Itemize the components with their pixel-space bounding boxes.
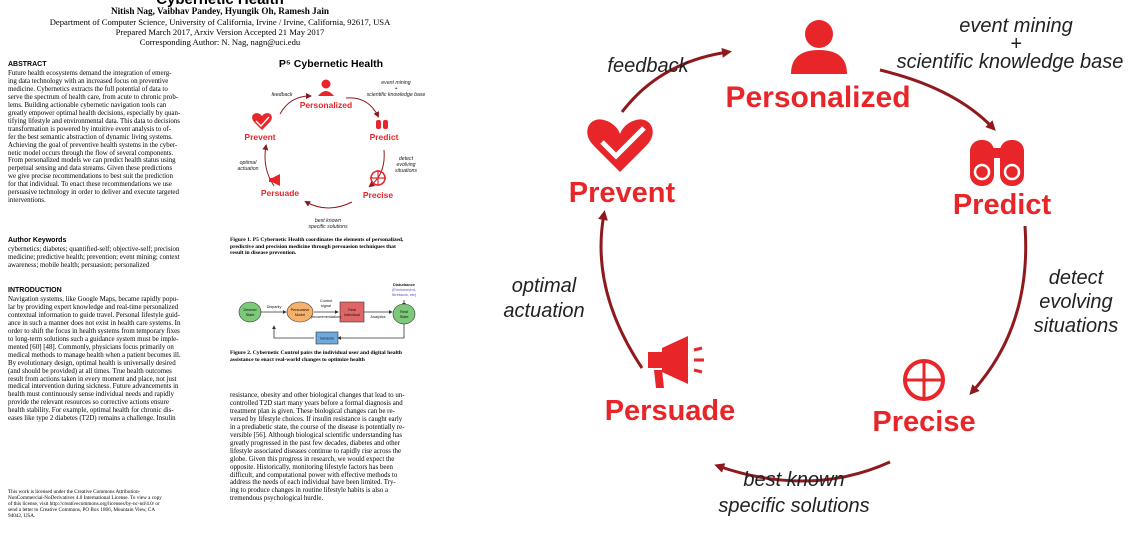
figure1-diagram: Personalized Predict Precise Persuade Pr… xyxy=(237,79,426,230)
arrow-personalized-to-predict xyxy=(879,68,996,131)
label-actuation: actuation xyxy=(503,300,584,322)
label-plus: + xyxy=(1010,33,1022,55)
label-situations: situations xyxy=(1034,315,1119,337)
intro-text: Navigation systems, like Google Maps, be… xyxy=(8,296,181,423)
keywords-text: cybernetics; diabetes; quantified-self; … xyxy=(8,246,180,269)
label-evolving: evolving xyxy=(1039,291,1112,313)
node-personalized: Personalized xyxy=(725,81,910,114)
license-note: This work is licensed under the Creative… xyxy=(8,489,162,520)
svg-text:State: State xyxy=(400,315,409,319)
svg-text:State: State xyxy=(246,313,255,317)
svg-text:detect: detect xyxy=(399,156,414,162)
svg-text:(recommendation): (recommendation) xyxy=(311,315,343,319)
fig1-node-predict: Predict xyxy=(370,132,399,142)
label-specific-solutions: specific solutions xyxy=(718,495,869,517)
svg-text:Analytics: Analytics xyxy=(370,315,385,319)
cycle-arrows xyxy=(597,47,1028,483)
svg-text:Control: Control xyxy=(320,299,332,303)
svg-text:Desired: Desired xyxy=(243,308,256,312)
label-best-known: best known xyxy=(743,469,844,491)
right-column-text: resistance, obesity and other biological… xyxy=(230,392,405,503)
edge-labels: event mining + scientific knowledge base… xyxy=(503,15,1123,517)
arrow-precise-to-persuade xyxy=(714,460,891,483)
svg-text:Disparity: Disparity xyxy=(267,305,282,309)
fig1-node-precise: Precise xyxy=(363,190,394,200)
figure1-title: P⁵ Cybernetic Health xyxy=(278,58,384,70)
svg-text:best known: best known xyxy=(315,218,341,224)
paper-title: Cybernetic Health xyxy=(0,0,440,8)
paper-corresponding: Corresponding Author: N. Nag, nagn@uci.e… xyxy=(139,37,301,47)
svg-text:Persuasive: Persuasive xyxy=(291,308,310,312)
svg-text:Real: Real xyxy=(348,308,356,312)
figure1-caption: Figure 1. P5 Cybernetic Health coordinat… xyxy=(230,237,404,257)
fig1-node-prevent: Prevent xyxy=(244,132,275,142)
figure2-caption: Figure 2. Cybernetic Control pairs the i… xyxy=(230,350,403,363)
person-icon xyxy=(791,20,847,74)
fig1-node-personalized: Personalized xyxy=(300,100,352,110)
label-event-mining: event mining xyxy=(959,15,1072,37)
svg-text:evolving: evolving xyxy=(396,162,415,168)
crosshair-icon xyxy=(903,359,945,401)
svg-text:situations: situations xyxy=(395,168,417,174)
node-persuade: Persuade xyxy=(605,395,736,427)
arrow-persuade-to-prevent xyxy=(597,210,644,369)
svg-text:specific solutions: specific solutions xyxy=(308,224,348,230)
node-precise: Precise xyxy=(872,406,975,438)
paper-page: Cybernetic Health Nitish Nag, Vaibhav Pa… xyxy=(0,0,440,534)
figure2-diagram: Desired State Disparity Persuasive Model… xyxy=(238,283,417,345)
svg-text:scientific knowledge base: scientific knowledge base xyxy=(367,92,426,98)
megaphone-icon xyxy=(648,336,704,388)
abstract-heading: ABSTRACT xyxy=(8,61,47,68)
arrow-predict-to-precise xyxy=(969,225,1028,395)
intro-heading: INTRODUCTION xyxy=(8,287,62,294)
label-feedback: feedback xyxy=(607,55,689,77)
svg-text:feedback: feedback xyxy=(271,92,292,98)
label-optimal: optimal xyxy=(512,275,577,297)
label-detect: detect xyxy=(1049,267,1105,289)
svg-text:optimal: optimal xyxy=(240,160,258,166)
svg-text:actuation: actuation xyxy=(237,166,258,172)
paper-affiliation: Department of Computer Science, Universi… xyxy=(49,17,391,27)
paper-authors: Nitish Nag, Vaibhav Pandey, Hyungik Oh, … xyxy=(110,6,329,16)
node-prevent: Prevent xyxy=(569,177,676,209)
abstract-text: Future health ecosystems demand the inte… xyxy=(8,70,181,205)
heart-check-icon xyxy=(587,119,653,172)
cycle-diagram: Personalized Predict Precise Persuade Pr… xyxy=(503,15,1123,517)
keywords-heading: Author Keywords xyxy=(8,237,67,244)
svg-text:signal: signal xyxy=(321,304,331,308)
svg-text:Stressors, etc): Stressors, etc) xyxy=(392,293,417,297)
svg-text:event mining: event mining xyxy=(381,80,411,86)
svg-text:Disturbance: Disturbance xyxy=(393,283,415,287)
paper-prepared: Prepared March 2017, Arxiv Version Accep… xyxy=(115,27,325,37)
svg-text:Individual: Individual xyxy=(344,313,360,317)
svg-text:+: + xyxy=(394,86,397,92)
label-knowledge-base: scientific knowledge base xyxy=(897,51,1124,73)
arrow-prevent-to-personalized xyxy=(620,47,732,113)
svg-text:Sensors: Sensors xyxy=(320,337,334,341)
svg-text:Model: Model xyxy=(295,313,305,317)
node-predict: Predict xyxy=(953,189,1052,221)
fig1-node-persuade: Persuade xyxy=(261,188,300,198)
svg-text:(Environment,: (Environment, xyxy=(392,288,416,292)
binoculars-icon xyxy=(970,140,1024,186)
svg-text:Real: Real xyxy=(400,310,408,314)
